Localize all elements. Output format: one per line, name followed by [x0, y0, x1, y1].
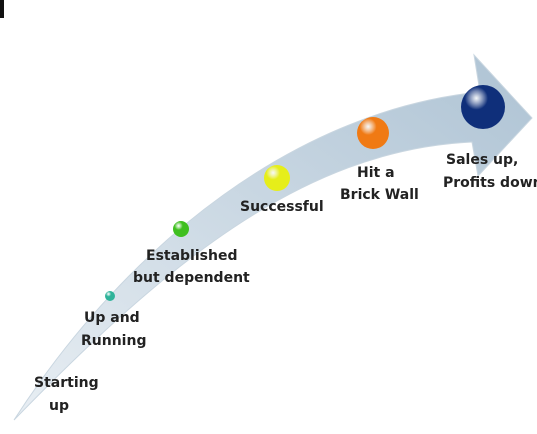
stage-markers	[105, 85, 505, 301]
stage-labels: Starting up Up and Running Established b…	[34, 152, 537, 414]
stage-label-3-line1: Established	[146, 248, 237, 264]
stage-ball-6	[461, 85, 505, 129]
stage-ball-2	[105, 291, 115, 301]
corner-mark	[0, 0, 4, 18]
stage-label-4-line1: Successful	[240, 199, 324, 215]
stage-label-6-line2: Profits down	[443, 175, 537, 191]
stage-label-2-line1: Up and	[84, 310, 140, 326]
stage-label-5-line2: Brick Wall	[340, 187, 419, 203]
stage-label-1-line2: up	[49, 398, 69, 414]
stage-label-6-line1: Sales up,	[446, 152, 518, 168]
stage-ball-4	[264, 165, 290, 191]
stage-label-2-line2: Running	[81, 333, 146, 349]
stage-ball-5	[357, 117, 389, 149]
stage-label-5-line1: Hit a	[357, 165, 395, 181]
stage-label-1-line1: Starting	[34, 375, 99, 391]
stage-ball-3	[173, 221, 189, 237]
stage-label-3-line2: but dependent	[133, 270, 250, 286]
growth-arrow	[13, 53, 533, 421]
